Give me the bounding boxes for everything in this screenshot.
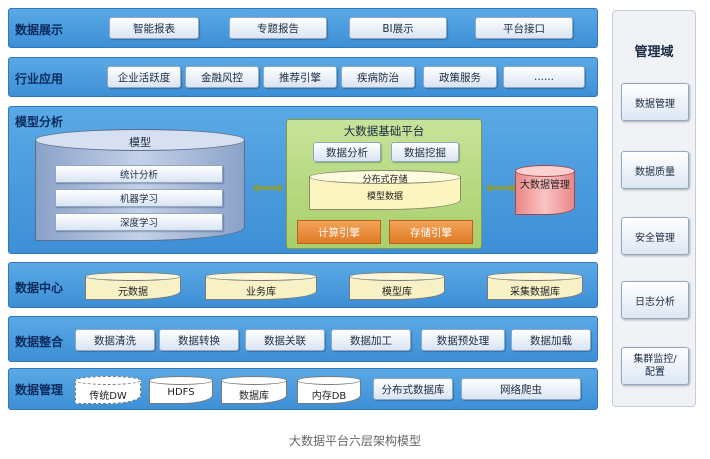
layer-analysis: 模型分析 模型 统计分析 机器学习 深度学习 大数据基础平台 数据分析 数据挖掘… [8,106,598,254]
center-item-collect: 采集数据库 [487,272,583,300]
display-item-bi[interactable]: BI展示 [349,17,447,39]
storage-label: 分布式存储 [362,175,408,185]
layer-title: 数据中心 [15,281,64,295]
display-item-report[interactable]: 智能报表 [109,17,199,39]
storage-cylinder: 分布式存储 模型数据 [309,170,461,210]
double-arrow-icon [252,183,284,193]
double-arrow-icon [485,183,517,193]
mgmt-item-memdb: 内存DB [297,376,361,404]
integration-item-0[interactable]: 数据清洗 [75,329,155,351]
industry-item-0[interactable]: 企业活跃度 [107,66,181,88]
display-item-special[interactable]: 专题报告 [229,17,327,39]
layer-data-center: 数据中心 元数据 业务库 模型库 采集数据库 [8,262,598,308]
industry-item-3[interactable]: 疾病防治 [341,66,415,88]
mgmt-item-dw: 传统DW [75,376,141,404]
bigdata-cylinder: 大数据管理 [515,165,575,215]
integration-item-5[interactable]: 数据加载 [511,329,591,351]
model-cylinder: 模型 统计分析 机器学习 深度学习 [35,129,245,241]
layer-title: 模型分析 [15,115,64,129]
industry-item-2[interactable]: 推荐引擎 [263,66,337,88]
panel-title: 管理域 [634,45,674,60]
model-title: 模型 [129,136,151,149]
layer-title: 数据整合 [15,335,64,349]
bigdata-label: 大数据管理 [520,180,570,191]
center-item-meta: 元数据 [85,272,181,300]
compute-engine-button[interactable]: 计算引擎 [297,220,381,244]
center-item-business: 业务库 [205,272,317,300]
domain-item-security[interactable]: 安全管理 [621,217,689,255]
figure-caption: 大数据平台六层架构模型 [288,434,421,448]
integration-item-3[interactable]: 数据加工 [331,329,411,351]
layer-management: 数据管理 传统DW HDFS 数据库 内存DB 分布式数据库 网络爬虫 [8,368,598,410]
layer-title: 行业应用 [15,72,64,86]
integration-item-4[interactable]: 数据预处理 [421,329,505,351]
domain-item-log[interactable]: 日志分析 [621,281,689,319]
industry-item-more[interactable]: ...... [503,66,585,88]
industry-item-4[interactable]: 政策服务 [423,66,497,88]
platform-analysis-button[interactable]: 数据分析 [313,142,381,162]
mgmt-item-distributed-db[interactable]: 分布式数据库 [373,378,453,400]
storage-engine-button[interactable]: 存储引擎 [389,220,473,244]
platform-box: 大数据基础平台 数据分析 数据挖掘 分布式存储 模型数据 计算引擎 存储引擎 [286,119,482,249]
model-item-ml[interactable]: 机器学习 [55,189,223,207]
layer-title: 数据展示 [15,23,64,37]
layer-integration: 数据整合 数据清洗 数据转换 数据关联 数据加工 数据预处理 数据加载 [8,316,598,362]
layer-data-display: 数据展示 智能报表 专题报告 BI展示 平台接口 [8,8,598,48]
mgmt-item-db: 数据库 [221,376,287,404]
platform-mining-button[interactable]: 数据挖掘 [391,142,459,162]
domain-item-data-mgmt[interactable]: 数据管理 [621,83,689,121]
integration-item-1[interactable]: 数据转换 [159,329,239,351]
management-domain-panel: 管理域 数据管理 数据质量 安全管理 日志分析 集群监控/ 配置 [612,10,696,407]
model-item-dl[interactable]: 深度学习 [55,213,223,231]
mgmt-item-crawler[interactable]: 网络爬虫 [461,378,581,400]
model-data-label: 模型数据 [366,192,403,202]
domain-item-cluster[interactable]: 集群监控/ 配置 [621,347,689,385]
mgmt-item-hdfs: HDFS [149,376,213,404]
integration-item-2[interactable]: 数据关联 [245,329,325,351]
layer-industry: 行业应用 企业活跃度 金融风控 推荐引擎 疾病防治 政策服务 ...... [8,57,598,97]
domain-item-quality[interactable]: 数据质量 [621,151,689,189]
display-item-api[interactable]: 平台接口 [475,17,573,39]
layer-title: 数据管理 [15,383,64,397]
industry-item-1[interactable]: 金融风控 [185,66,259,88]
platform-title: 大数据基础平台 [343,124,425,138]
center-item-model: 模型库 [349,272,445,300]
model-item-stats[interactable]: 统计分析 [55,165,223,183]
